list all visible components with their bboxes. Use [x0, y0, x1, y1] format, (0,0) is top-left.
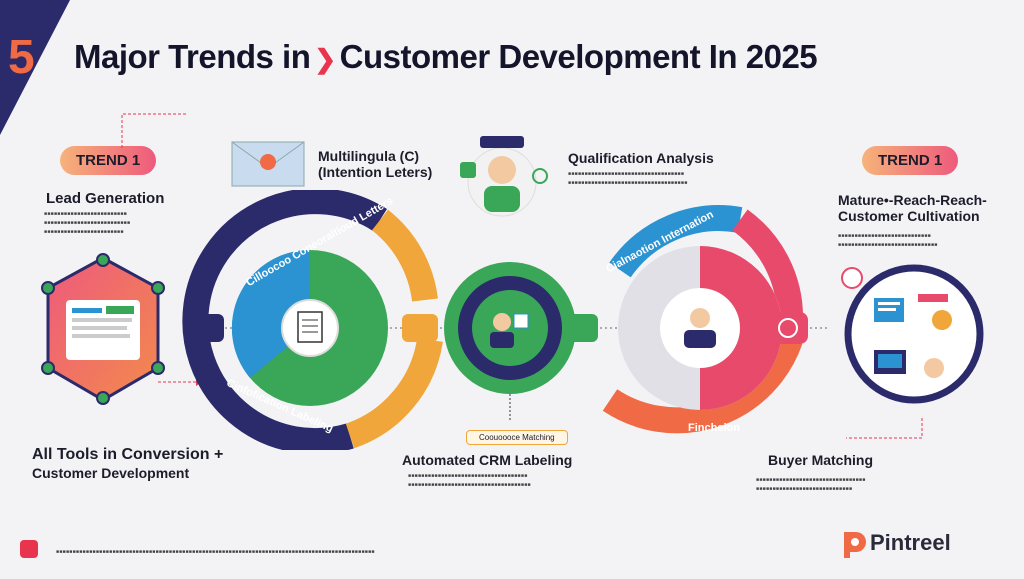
pintreel-logo-icon — [844, 532, 866, 558]
letters-line2: (Intention Leters) — [318, 164, 433, 180]
cultivation-heading: Mature•-Reach-Reach- Customer Cultivatio… — [838, 192, 987, 224]
process-diagram — [182, 190, 830, 450]
title-part2: Customer Development In 2025 — [339, 38, 818, 75]
title-part1: Major Trends in — [74, 38, 311, 75]
letters-line1: Multilingula (C) — [318, 148, 420, 164]
chevron-right-icon: ❯ — [314, 44, 336, 74]
crm-labeling-heading: Automated CRM Labeling — [402, 452, 573, 468]
page-title: Major Trends in❯Customer Development In … — [74, 38, 818, 76]
lead-generation-text: ■■■■■■■■■■■■■■■■■■■■■■■■■■■■■■■■■■■■■■■■… — [44, 211, 131, 235]
connector-line-left — [121, 113, 188, 148]
trend-count: 5 — [8, 31, 35, 84]
connector-line-right — [846, 418, 923, 439]
ai-tools-caption-line1: All Tools in Conversion + — [32, 446, 224, 463]
cultivation-line1: Mature•-Reach-Reach- — [838, 192, 987, 208]
right-ring-bottom-label: Fincheion — [688, 422, 740, 434]
crm-labeling-text: ■■■■■■■■■■■■■■■■■■■■■■■■■■■■■■■■■■■■■■■■… — [408, 473, 531, 488]
trend-badge-right: TREND 1 — [862, 146, 959, 175]
qualification-heading: Qualification Analysis — [568, 150, 714, 166]
matching-tag: Coouoooce Matching — [466, 430, 568, 445]
customer-cultivation-circle — [841, 264, 984, 404]
lead-generation-heading: Lead Generation — [46, 190, 165, 207]
envelope-icon — [231, 141, 305, 187]
buyer-matching-text: ■■■■■■■■■■■■■■■■■■■■■■■■■■■■■■■■■■■■■■■■… — [756, 477, 866, 492]
cultivation-line2: Customer Cultivation — [838, 208, 980, 224]
analyst-avatar-icon — [460, 136, 548, 217]
buyer-matching-heading: Buyer Matching — [768, 452, 874, 468]
footer-text: ■■■■■■■■■■■■■■■■■■■■■■■■■■■■■■■■■■■■■■■■… — [56, 549, 375, 555]
ai-tools-caption: All Tools in Conversion + Customer Devel… — [32, 446, 223, 482]
lead-generation-hexagon — [41, 253, 165, 405]
brand-name: Pintreel — [870, 530, 951, 555]
trend-badge-left: TREND 1 — [60, 146, 157, 175]
ai-tools-caption-line2: Customer Development — [32, 465, 190, 481]
corner-accent — [0, 0, 70, 135]
box-logo-icon — [20, 540, 38, 558]
cultivation-text: ■■■■■■■■■■■■■■■■■■■■■■■■■■■■■■■■■■■■■■■■… — [838, 233, 938, 248]
qualification-text: ■■■■■■■■■■■■■■■■■■■■■■■■■■■■■■■■■■■■■■■■… — [568, 171, 688, 186]
letters-heading: Multilingula (C) (Intention Leters) — [318, 148, 432, 180]
